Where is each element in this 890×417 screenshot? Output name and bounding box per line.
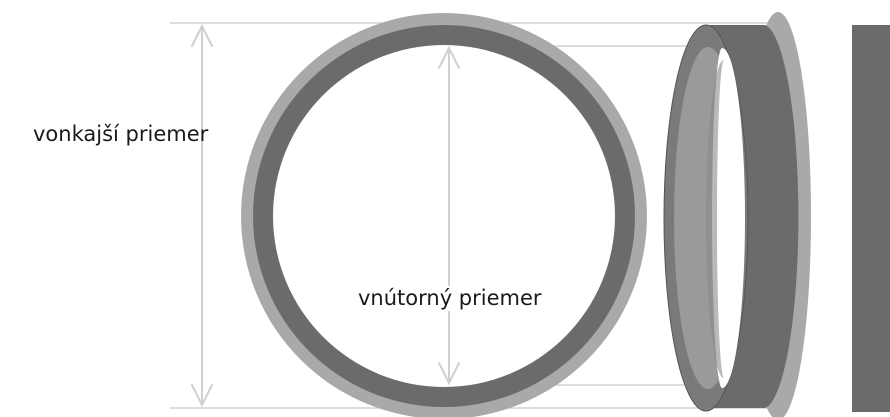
ring-side-view [663,12,811,417]
side-bore-shadow [705,60,724,378]
inner-arrow-head-top [438,45,460,69]
outer-diameter-arrow [191,23,213,408]
side-bore-opening [712,48,745,388]
outer-diameter-label: vonkajší priemer [33,122,209,146]
outer-arrow-head-bottom [191,384,213,408]
inner-diameter-label: vnútorný priemer [355,286,545,311]
inner-arrow-head-bottom [438,362,460,386]
ring-front-view [241,13,647,417]
ring-profile-bar [852,25,890,412]
ring-bore [273,45,615,387]
outer-arrow-head-top [191,23,213,47]
inner-diameter-arrow [438,45,460,386]
